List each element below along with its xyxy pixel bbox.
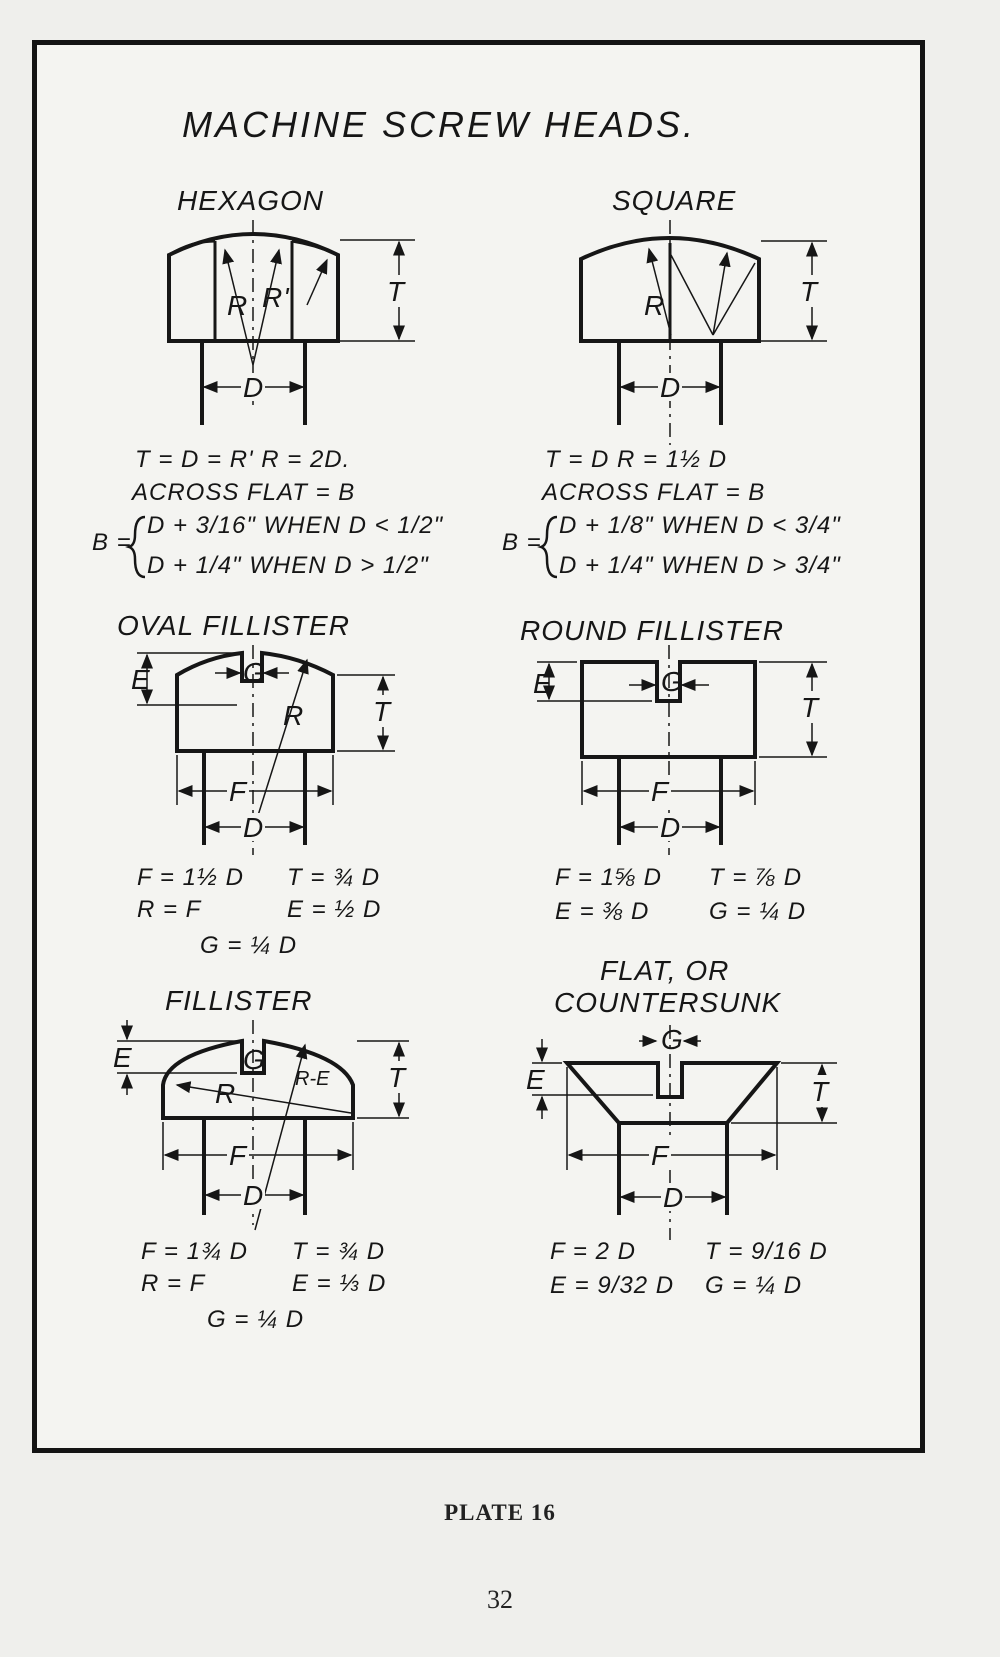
flat-countersunk-formula-g: G = ¼ D bbox=[705, 1272, 802, 1299]
flat-countersunk-head: FLAT, OR COUNTERSUNK G E T F D F = 2 D T… bbox=[526, 955, 837, 1299]
round-fillister-name: ROUND FILLISTER bbox=[520, 615, 784, 646]
flat-countersunk-label-f: F bbox=[651, 1140, 670, 1171]
fillister-label-t: T bbox=[388, 1062, 407, 1093]
flat-countersunk-label-e: E bbox=[526, 1064, 546, 1095]
hexagon-head: HEXAGON R R' D T T = D = R' R = 2D. ACRO… bbox=[92, 185, 444, 579]
flat-countersunk-name-line1: FLAT, OR bbox=[600, 955, 729, 986]
round-fillister-head: ROUND FILLISTER E G T F D F = 1⅝ D T = ⅞… bbox=[520, 615, 827, 925]
hexagon-formula-case1: D + 3/16" WHEN D < 1/2" bbox=[147, 512, 444, 539]
oval-fillister-formula-t: T = ¾ D bbox=[287, 864, 380, 891]
fillister-formula-g: G = ¼ D bbox=[207, 1306, 304, 1333]
fillister-label-r: R bbox=[215, 1078, 236, 1109]
fillister-name: FILLISTER bbox=[165, 985, 312, 1016]
oval-fillister-label-t: T bbox=[373, 696, 392, 727]
square-formula-line2: ACROSS FLAT = B bbox=[540, 479, 765, 506]
screw-heads-diagram: MACHINE SCREW HEADS. HEXAGON R R' D T T … bbox=[92, 104, 841, 1333]
oval-fillister-label-r: R bbox=[283, 700, 304, 731]
oval-fillister-formula-e: E = ½ D bbox=[287, 896, 381, 923]
oval-fillister-formula-f: F = 1½ D bbox=[137, 864, 244, 891]
round-fillister-formula-f: F = 1⅝ D bbox=[555, 864, 662, 891]
fillister-label-e: E bbox=[113, 1042, 133, 1073]
oval-fillister-formula-r: R = F bbox=[137, 896, 202, 923]
fillister-formula-r: R = F bbox=[141, 1270, 206, 1297]
oval-fillister-formula-g: G = ¼ D bbox=[200, 932, 297, 959]
page-number: 32 bbox=[487, 1585, 513, 1614]
hexagon-formula-line2: ACROSS FLAT = B bbox=[130, 479, 355, 506]
hexagon-label-d: D bbox=[243, 372, 264, 403]
square-head: SQUARE R D T T = D R = 1½ D ACROSS FLAT … bbox=[502, 185, 841, 579]
flat-countersunk-label-d: D bbox=[663, 1182, 684, 1213]
fillister-formula-e: E = ⅓ D bbox=[292, 1270, 386, 1297]
fillister-label-d: D bbox=[243, 1180, 264, 1211]
square-label-r: R bbox=[644, 290, 665, 321]
square-label-d: D bbox=[660, 372, 681, 403]
oval-fillister-label-f: F bbox=[229, 776, 248, 807]
round-fillister-label-d: D bbox=[660, 812, 681, 843]
fillister-head: FILLISTER E G R R-E T F D F = 1¾ D T = ¾… bbox=[113, 985, 412, 1333]
fillister-label-r-e: R-E bbox=[295, 1068, 330, 1090]
fillister-label-g: G bbox=[243, 1044, 266, 1075]
flat-countersunk-name-line2: COUNTERSUNK bbox=[554, 987, 782, 1018]
round-fillister-label-t: T bbox=[801, 692, 820, 723]
hexagon-formula-b-prefix: B = bbox=[92, 529, 132, 556]
fillister-formula-t: T = ¾ D bbox=[292, 1238, 385, 1265]
fillister-label-f: F bbox=[229, 1140, 248, 1171]
square-formula-case2: D + 1/4" WHEN D > 3/4" bbox=[559, 552, 841, 579]
oval-fillister-head: OVAL FILLISTER E G R T F D F = 1½ D T = … bbox=[117, 610, 397, 959]
hexagon-name: HEXAGON bbox=[177, 185, 324, 216]
hexagon-formula-line1: T = D = R' R = 2D. bbox=[135, 446, 350, 473]
plate-frame: MACHINE SCREW HEADS. HEXAGON R R' D T T … bbox=[32, 40, 925, 1453]
plate-title: MACHINE SCREW HEADS. bbox=[182, 104, 696, 145]
flat-countersunk-label-g: G bbox=[661, 1024, 684, 1055]
flat-countersunk-formula-e: E = 9/32 D bbox=[550, 1272, 674, 1299]
square-formula-line1: T = D R = 1½ D bbox=[545, 446, 727, 473]
flat-countersunk-formula-f: F = 2 D bbox=[550, 1238, 636, 1265]
hexagon-formula-case2: D + 1/4" WHEN D > 1/2" bbox=[147, 552, 429, 579]
round-fillister-formula-e: E = ⅜ D bbox=[555, 898, 649, 925]
square-formula-case1: D + 1/8" WHEN D < 3/4" bbox=[559, 512, 841, 539]
round-fillister-label-g: G bbox=[661, 666, 684, 697]
round-fillister-label-f: F bbox=[651, 776, 670, 807]
plate-caption: PLATE 16 bbox=[444, 1500, 556, 1525]
hexagon-label-r: R bbox=[227, 290, 248, 321]
round-fillister-formula-g: G = ¼ D bbox=[709, 898, 806, 925]
square-name: SQUARE bbox=[612, 185, 736, 216]
square-formula-b-prefix: B = bbox=[502, 529, 542, 556]
hexagon-label-r-prime: R' bbox=[262, 282, 290, 313]
oval-fillister-label-e: E bbox=[131, 664, 151, 695]
fillister-formula-f: F = 1¾ D bbox=[141, 1238, 248, 1265]
square-label-t: T bbox=[800, 276, 819, 307]
round-fillister-formula-t: T = ⅞ D bbox=[709, 864, 802, 891]
round-fillister-label-e: E bbox=[533, 668, 553, 699]
oval-fillister-label-g: G bbox=[243, 657, 266, 688]
oval-fillister-label-d: D bbox=[243, 812, 264, 843]
flat-countersunk-label-t: T bbox=[811, 1076, 830, 1107]
hexagon-label-t: T bbox=[387, 276, 406, 307]
oval-fillister-name: OVAL FILLISTER bbox=[117, 610, 350, 641]
flat-countersunk-formula-t: T = 9/16 D bbox=[705, 1238, 828, 1265]
